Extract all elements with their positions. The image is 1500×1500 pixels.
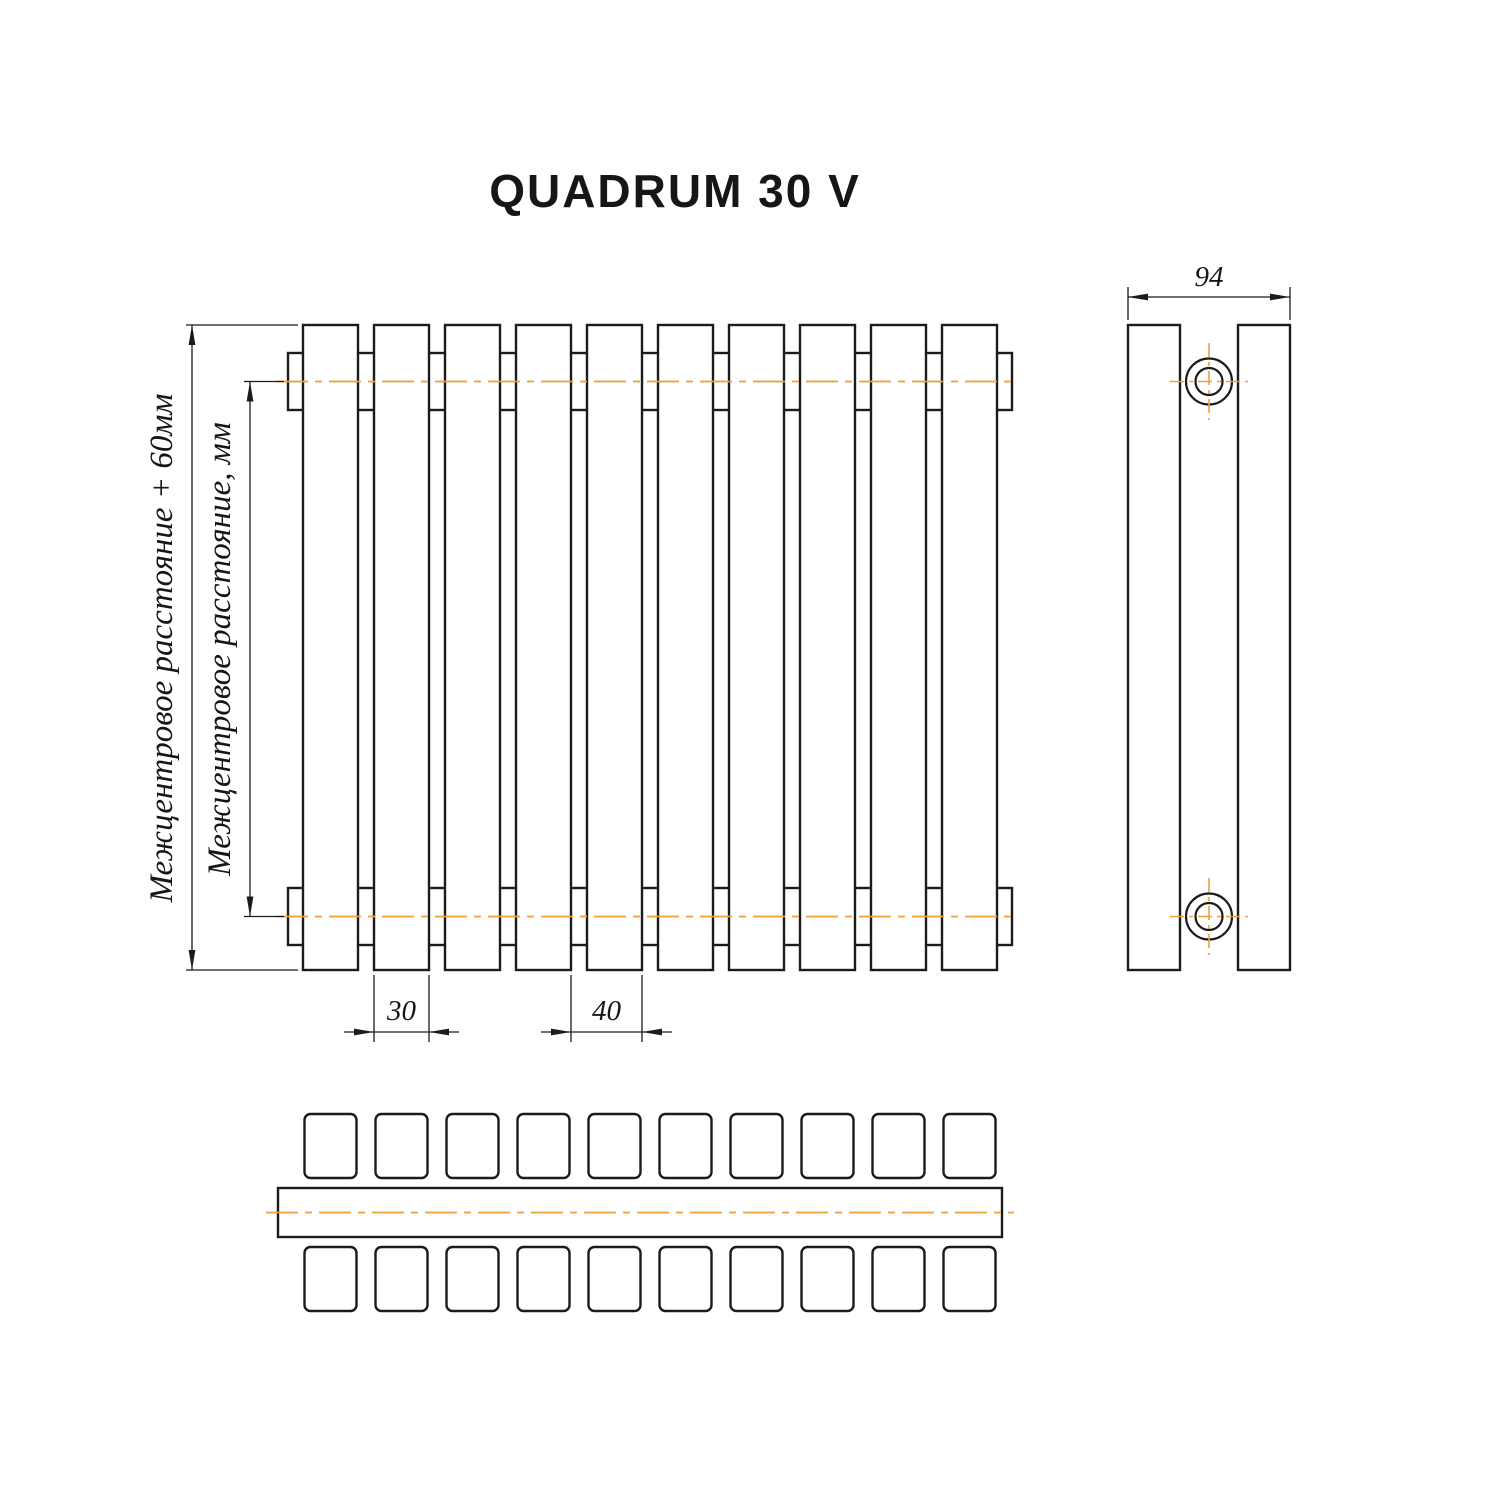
front-sections	[301, 323, 999, 972]
bottom-view	[266, 1112, 1014, 1313]
dim-section-width-value: 30	[386, 995, 417, 1027]
tube-section	[800, 1112, 855, 1180]
tube-section	[871, 1112, 926, 1180]
tube-section	[516, 1112, 571, 1180]
radiator-section	[869, 323, 928, 972]
radiator-section	[301, 323, 360, 972]
tube-section	[871, 1245, 926, 1313]
tube-section	[800, 1245, 855, 1313]
tube-section	[303, 1245, 358, 1313]
side-top-connection	[1170, 343, 1248, 420]
radiator-section	[940, 323, 999, 972]
side-bottom-connection	[1170, 878, 1248, 955]
dim-section-pitch-value: 40	[592, 995, 622, 1027]
dim-section-width: 30	[344, 975, 459, 1042]
dim-depth: 94	[1127, 261, 1291, 320]
radiator-section	[798, 323, 857, 972]
radiator-section	[372, 323, 431, 972]
dim-center-distance: Межцентровое расстояние, мм	[202, 380, 284, 918]
dim-depth-value: 94	[1195, 261, 1224, 293]
bottom-tubes-top	[303, 1112, 997, 1180]
tube-section	[516, 1245, 571, 1313]
radiator-section	[514, 323, 573, 972]
tube-section	[942, 1112, 997, 1180]
tube-section	[942, 1245, 997, 1313]
tube-section	[729, 1112, 784, 1180]
tube-section	[445, 1245, 500, 1313]
radiator-section	[656, 323, 715, 972]
dim-section-pitch: 40	[541, 975, 672, 1042]
bottom-tubes-bottom	[303, 1245, 997, 1313]
tube-section	[303, 1112, 358, 1180]
front-view: Межцентровое расстояние + 60мм Межцентро…	[144, 323, 1016, 1042]
tube-section	[374, 1112, 429, 1180]
radiator-section	[727, 323, 786, 972]
tube-section	[658, 1112, 713, 1180]
dim-overall-height: Межцентровое расстояние + 60мм	[144, 324, 298, 971]
tube-section	[729, 1245, 784, 1313]
tube-section	[374, 1245, 429, 1313]
dim-overall-height-label: Межцентровое расстояние + 60мм	[144, 394, 180, 904]
side-back-tube	[1236, 323, 1292, 972]
tube-section	[587, 1112, 642, 1180]
radiator-section	[443, 323, 502, 972]
tube-section	[658, 1245, 713, 1313]
dim-center-distance-label: Межцентровое расстояние, мм	[202, 422, 238, 877]
side-front-tube	[1126, 323, 1182, 972]
side-view: 94	[1126, 261, 1292, 972]
radiator-section	[585, 323, 644, 972]
drawing-title: QUADRUM 30 V	[489, 165, 861, 217]
tube-section	[587, 1245, 642, 1313]
tube-section	[445, 1112, 500, 1180]
